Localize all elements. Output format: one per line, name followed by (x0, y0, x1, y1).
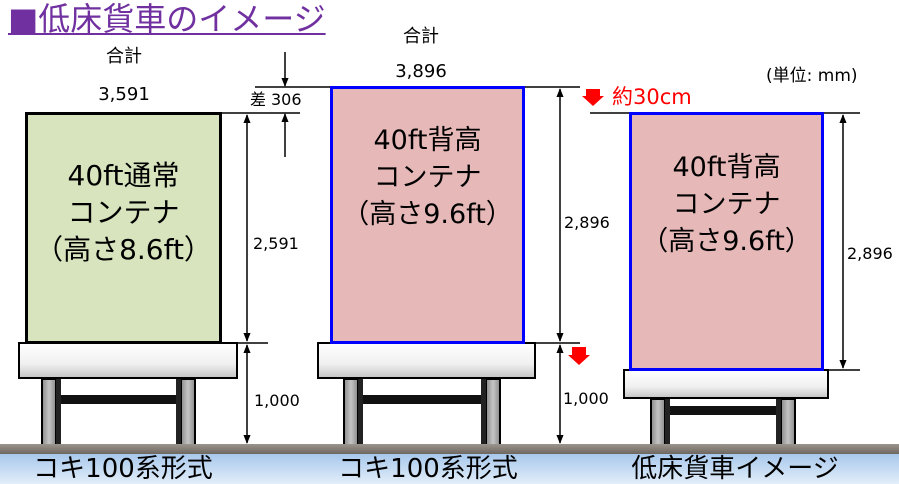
container-line: （高さ9.6ft） (641, 226, 812, 257)
bogie-leg-left-rear (180, 378, 196, 446)
bogie-leg-middle-rear (485, 378, 501, 446)
left-total-value: 3,591 (98, 84, 150, 105)
bogie-beam-right (670, 406, 776, 415)
deck-left (18, 342, 238, 379)
middle-deck-height-label: 1,000 (562, 389, 610, 408)
container-line: コンテナ (67, 196, 180, 229)
bogie-leg-right-front-inner (665, 399, 670, 445)
container-high-cube-middle: 40ft背高 コンテナ （高さ9.6ft） (330, 86, 525, 344)
difference-label: 差 (250, 90, 267, 109)
container-line: 40ft背高 (672, 152, 781, 183)
bogie-leg-right-front (650, 398, 666, 446)
deck-right (623, 369, 829, 399)
container-standard-40ft: 40ft通常 コンテナ （高さ8.6ft） (25, 112, 222, 344)
middle-total-value: 3,896 (395, 61, 447, 82)
container-line: 40ft通常 (67, 159, 180, 192)
bogie-leg-right-rear (780, 398, 796, 446)
bogie-leg-left-front (41, 378, 57, 446)
bogie-beam-left (61, 395, 176, 404)
bogie-leg-right-rear-inner (776, 399, 781, 445)
freight-car-left (18, 342, 238, 446)
caption-left-car: コキ100系形式 (33, 454, 213, 484)
middle-total-label: 合計 (403, 26, 439, 47)
freight-car-right (623, 369, 829, 446)
caption-middle-car: コキ100系形式 (338, 454, 518, 484)
left-total-label: 合計 (106, 46, 142, 67)
bogie-beam-middle (363, 395, 481, 404)
caption-right-car: 低床貨車イメージ (631, 454, 839, 484)
container-line: 40ft背高 (373, 125, 482, 156)
bogie-leg-left-rear-inner (176, 379, 181, 445)
left-container-height-label: 2,591 (252, 234, 300, 253)
difference-value: 306 (271, 90, 302, 109)
container-line: コンテナ (672, 189, 781, 220)
bogie-leg-left-front-inner (56, 379, 61, 445)
page-title: ■低床貨車のイメージ (8, 0, 326, 38)
middle-container-height-label: 2,896 (563, 213, 611, 232)
reduction-arrow-top-icon (582, 89, 604, 106)
container-line: （高さ9.6ft） (342, 199, 513, 230)
container-line: コンテナ (373, 162, 482, 193)
bogie-leg-middle-front (343, 378, 359, 446)
caption-band (0, 454, 899, 484)
unit-note: (単位: mm) (766, 66, 858, 86)
reduction-arrow-bottom-icon (568, 347, 590, 365)
left-deck-height-label: 1,000 (253, 391, 301, 410)
container-line: （高さ8.6ft） (35, 233, 212, 266)
container-high-cube-right: 40ft背高 コンテナ （高さ9.6ft） (629, 112, 824, 371)
deck-middle (317, 342, 536, 379)
reduction-note: 約30cm (612, 85, 692, 109)
right-container-height-label: 2,896 (846, 244, 894, 263)
ground-rail (0, 444, 899, 454)
bogie-leg-middle-rear-inner (481, 379, 486, 445)
freight-car-middle (317, 342, 536, 446)
bogie-leg-middle-front-inner (358, 379, 363, 445)
